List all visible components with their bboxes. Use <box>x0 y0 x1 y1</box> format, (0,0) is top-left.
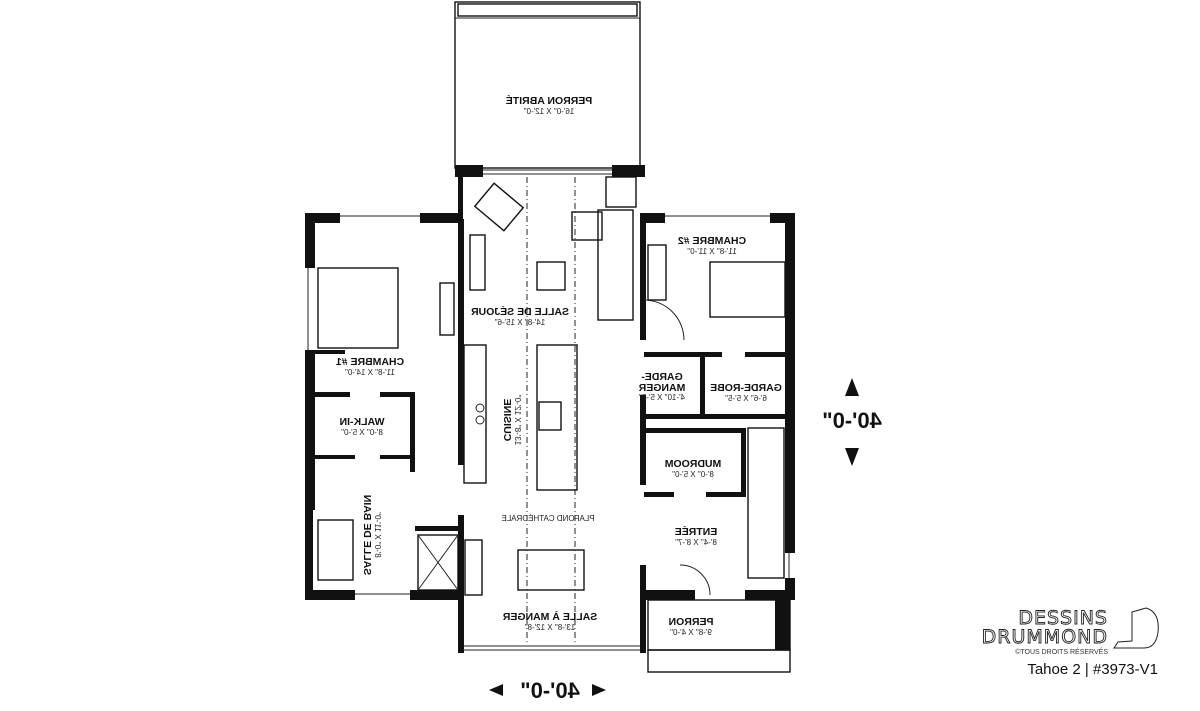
room-dims: 14'-8" X 15'-6" <box>495 318 546 327</box>
room-name-chambre2: CHAMBRE #2 <box>678 235 746 247</box>
room-dims: 8'-0" X 5'-0" <box>341 428 383 437</box>
room-name-garde-manger: GARDE- <box>641 371 683 383</box>
depth-dimension: 40'-0" <box>822 408 882 433</box>
room-name-chambre1: CHAMBRE #1 <box>336 356 404 368</box>
covered-porch <box>454 1 641 169</box>
room-dims: 6'-6" X 5'-5" <box>725 394 767 403</box>
room-name-perron-abrite: PERRON ABRITÉ <box>506 94 593 107</box>
furniture <box>317 176 786 596</box>
logo-line1: DESSINS <box>1018 607 1108 629</box>
ceiling-lines <box>526 177 576 645</box>
walls <box>305 165 795 673</box>
logo-line2: DRUMMOND <box>982 626 1108 648</box>
room-labels: PERRON ABRITÉ 16'-0" X 12'-0" SALLE DE S… <box>336 94 882 703</box>
room-dims: 8'-0" X 11'-0" <box>373 512 382 558</box>
room-dims: 11'-8" X 14'-0" <box>345 368 395 377</box>
arrow-down-icon <box>845 448 859 466</box>
room-dims: 13'-8" X 12'-0" <box>513 395 522 446</box>
room-name-cuisine: CUISINE <box>501 399 513 442</box>
arrow-left-icon <box>489 684 503 696</box>
room-name-entree: ENTRÉE <box>675 525 718 538</box>
copyright: ©TOUS DROITS RÉSERVÉS <box>1015 647 1108 656</box>
plan-reference: Tahoe 2 | #3973-V1 <box>1027 661 1158 678</box>
logo: DESSINS DRUMMOND ©TOUS DROITS RÉSERVÉS <box>981 607 1159 656</box>
cuisine-label: CUISINE 13'-8" X 12'-0" <box>501 395 522 446</box>
room-dims: 4'-10" X 5'-5" <box>639 393 685 402</box>
room-dims: 8'-0" X 5'-0" <box>672 470 714 479</box>
room-dims: 13'-8" X 12'-8" <box>525 623 576 632</box>
arrow-up-icon <box>845 378 859 396</box>
salle-bain-label: SALLE DE BAIN 8'-0" X 11'-0" <box>361 495 382 576</box>
room-name-mudroom: MUDROOM <box>664 458 721 470</box>
room-name-garde-robe: GARDE-ROBE <box>710 382 782 394</box>
room-name-walkin: WALK-IN <box>340 416 385 428</box>
room-name-garde-manger-2: MANGER <box>638 382 685 394</box>
room-dims: 8'-4" X 8'-7" <box>675 538 717 547</box>
ceiling-annotation: PLAFOND CATHÉDRALE <box>501 514 594 523</box>
room-dims: 11'-8" X 11'-0" <box>687 247 737 256</box>
room-name-salle-sejour: SALLE DE SÉJOUR <box>471 305 569 318</box>
width-dimension: 40'-0" <box>520 678 580 703</box>
room-name-salle-bain: SALLE DE BAIN <box>361 495 373 576</box>
room-dims: 16'-0" X 12'-0" <box>524 107 575 116</box>
room-name-salle-manger: SALLE À MANGER <box>502 610 597 623</box>
room-name-perron: PERRON <box>669 616 714 628</box>
logo-mark-icon <box>1113 607 1159 649</box>
room-dims: 9'-8" X 4'-0" <box>670 628 712 637</box>
arrow-right-icon <box>592 684 606 696</box>
